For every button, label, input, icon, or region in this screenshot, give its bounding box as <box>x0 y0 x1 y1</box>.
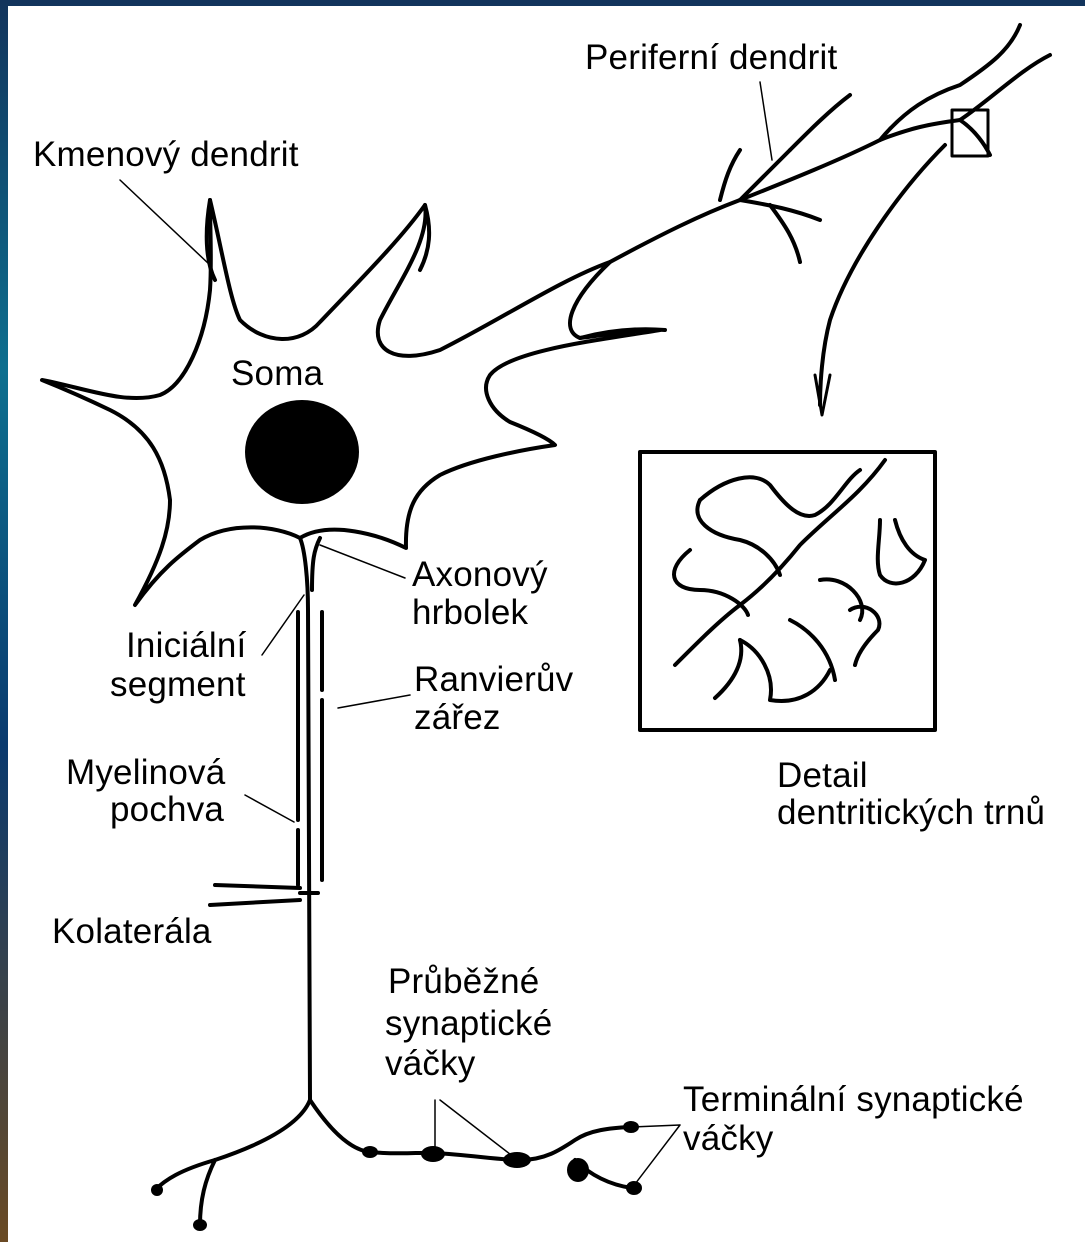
passing-vesicle <box>362 1146 378 1158</box>
label-initial-segment-line1: Iniciální <box>126 628 246 663</box>
label-spine-detail-line2: dentritických trnů <box>777 795 1045 830</box>
label-axon-hillock-line1: Axonový <box>412 557 548 592</box>
passing-vesicle <box>567 1158 589 1182</box>
peripheral-dendrite <box>610 55 1050 262</box>
label-passing-vesicles-line1: Průběžné <box>388 964 539 999</box>
label-initial-segment-line2: segment <box>110 667 246 702</box>
spine-detail-box <box>640 452 935 730</box>
detail-arrow <box>820 145 945 405</box>
passing-vesicle <box>503 1152 531 1168</box>
label-passing-vesicles-line2: synaptické <box>385 1006 552 1041</box>
terminal-vesicle <box>626 1181 642 1195</box>
soma-outline <box>42 200 660 605</box>
label-stem-dendrite: Kmenový dendrit <box>33 137 299 172</box>
label-peripheral-dendrite: Periferní dendrit <box>585 40 837 75</box>
label-spine-detail-line1: Detail <box>777 758 868 793</box>
terminal-vesicle <box>193 1219 207 1231</box>
nucleus <box>245 400 359 504</box>
terminal-vesicle <box>151 1184 163 1196</box>
label-terminal-vesicles-line1: Terminální synaptické <box>683 1082 1024 1117</box>
label-terminal-vesicles-line2: váčky <box>683 1121 773 1156</box>
label-soma: Soma <box>231 356 323 391</box>
label-axon-hillock-line2: hrbolek <box>412 595 528 630</box>
terminal-vesicle <box>623 1121 639 1133</box>
label-passing-vesicles-line3: váčky <box>385 1046 475 1081</box>
label-myelin-sheath-line1: Myelinová <box>66 755 225 790</box>
label-myelin-sheath-line2: pochva <box>110 792 224 827</box>
label-node-of-ranvier-line1: Ranvierův <box>414 662 573 697</box>
label-node-of-ranvier-line2: zářez <box>414 700 501 735</box>
label-collateral: Kolaterála <box>52 914 212 949</box>
passing-vesicle <box>421 1146 445 1162</box>
